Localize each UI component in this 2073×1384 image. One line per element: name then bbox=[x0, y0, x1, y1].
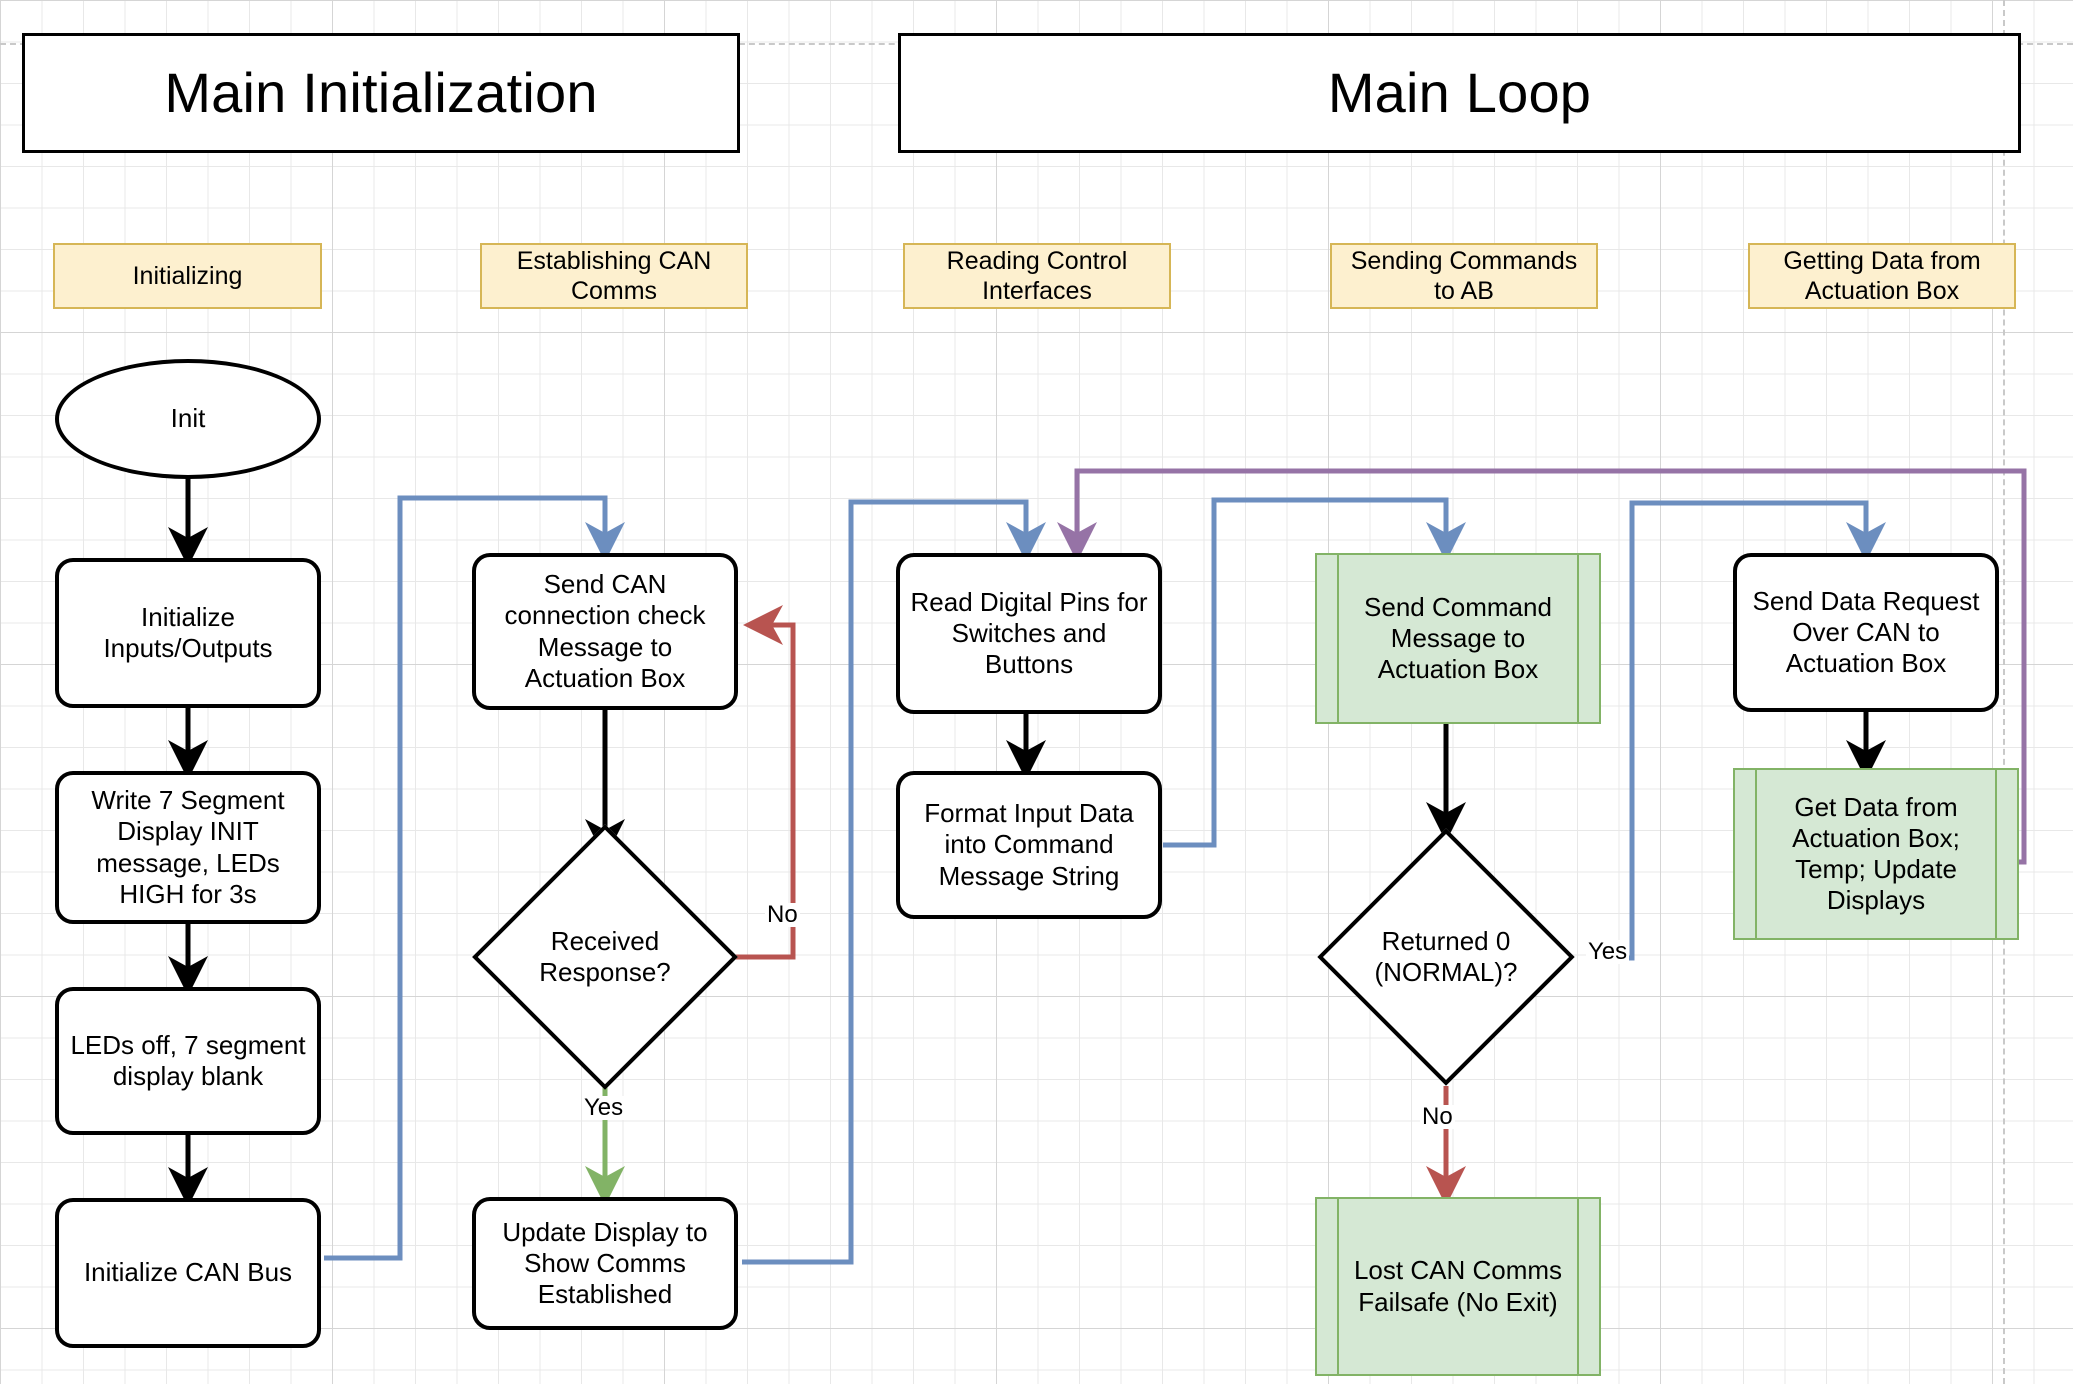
phase-label-sending-commands-to-ab: Sending Commands to AB bbox=[1330, 243, 1598, 309]
edge-updatedisplay-to-readpins bbox=[742, 499, 1046, 1265]
edge-canbus-to-sendcancheck bbox=[324, 495, 625, 1261]
edge-label-received-response-no: No bbox=[765, 901, 800, 928]
phase-label-reading-control-interfaces: Reading Control Interfaces bbox=[903, 243, 1171, 309]
edge-label-received-response-yes: Yes bbox=[582, 1094, 626, 1121]
phase-label-establishing-can-comms: Establishing CAN Comms bbox=[480, 243, 748, 309]
node-received-response-decision: Received Response? bbox=[472, 824, 738, 1090]
edge-received-no-loop bbox=[723, 605, 796, 960]
subroutine-right-bar bbox=[1577, 555, 1579, 722]
edge-label-returned-normal-yes: Yes bbox=[1586, 938, 1630, 965]
node-init-terminator: Init bbox=[55, 359, 321, 479]
banner-main-initialization: Main Initialization bbox=[22, 33, 740, 153]
node-returned-normal-decision: Returned 0 (NORMAL)? bbox=[1312, 828, 1580, 1086]
node-get-data-update-displays: Get Data from Actuation Box; Temp; Updat… bbox=[1733, 768, 2019, 940]
node-initialize-inputs-outputs: Initialize Inputs/Outputs bbox=[55, 558, 321, 708]
banner-main-loop: Main Loop bbox=[898, 33, 2021, 153]
node-format-input-data: Format Input Data into Command Message S… bbox=[896, 771, 1162, 919]
node-label: Get Data from Actuation Box; Temp; Updat… bbox=[1792, 791, 1960, 916]
subroutine-right-bar bbox=[1577, 1199, 1579, 1374]
node-read-digital-pins: Read Digital Pins for Switches and Butto… bbox=[896, 553, 1162, 714]
subroutine-left-bar bbox=[1337, 1199, 1339, 1374]
node-initialize-can-bus: Initialize CAN Bus bbox=[55, 1198, 321, 1348]
node-write-7-segment-init: Write 7 Segment Display INIT message, LE… bbox=[55, 771, 321, 924]
subroutine-left-bar bbox=[1337, 555, 1339, 722]
decision-label: Received Response? bbox=[539, 925, 671, 987]
node-send-can-connection-check: Send CAN connection check Message to Act… bbox=[472, 553, 738, 710]
node-lost-can-comms-failsafe: Lost CAN Comms Failsafe (No Exit) bbox=[1315, 1197, 1601, 1376]
phase-label-initializing: Initializing bbox=[53, 243, 322, 309]
node-label: Lost CAN Comms Failsafe (No Exit) bbox=[1353, 1255, 1563, 1317]
node-send-command-message: Send Command Message to Actuation Box bbox=[1315, 553, 1601, 724]
node-update-display-comms-established: Update Display to Show Comms Established bbox=[472, 1197, 738, 1330]
edge-format-to-sendcommand bbox=[1163, 497, 1466, 848]
subroutine-left-bar bbox=[1755, 770, 1757, 938]
decision-label: Returned 0 (NORMAL)? bbox=[1374, 925, 1518, 987]
subroutine-right-bar bbox=[1995, 770, 1997, 938]
node-send-data-request: Send Data Request Over CAN to Actuation … bbox=[1733, 553, 1999, 712]
phase-label-getting-data-from-actuation-box: Getting Data from Actuation Box bbox=[1748, 243, 2016, 309]
node-leds-off-display-blank: LEDs off, 7 segment display blank bbox=[55, 987, 321, 1135]
edge-label-returned-normal-no: No bbox=[1420, 1103, 1455, 1130]
node-label: Send Command Message to Actuation Box bbox=[1364, 591, 1552, 685]
